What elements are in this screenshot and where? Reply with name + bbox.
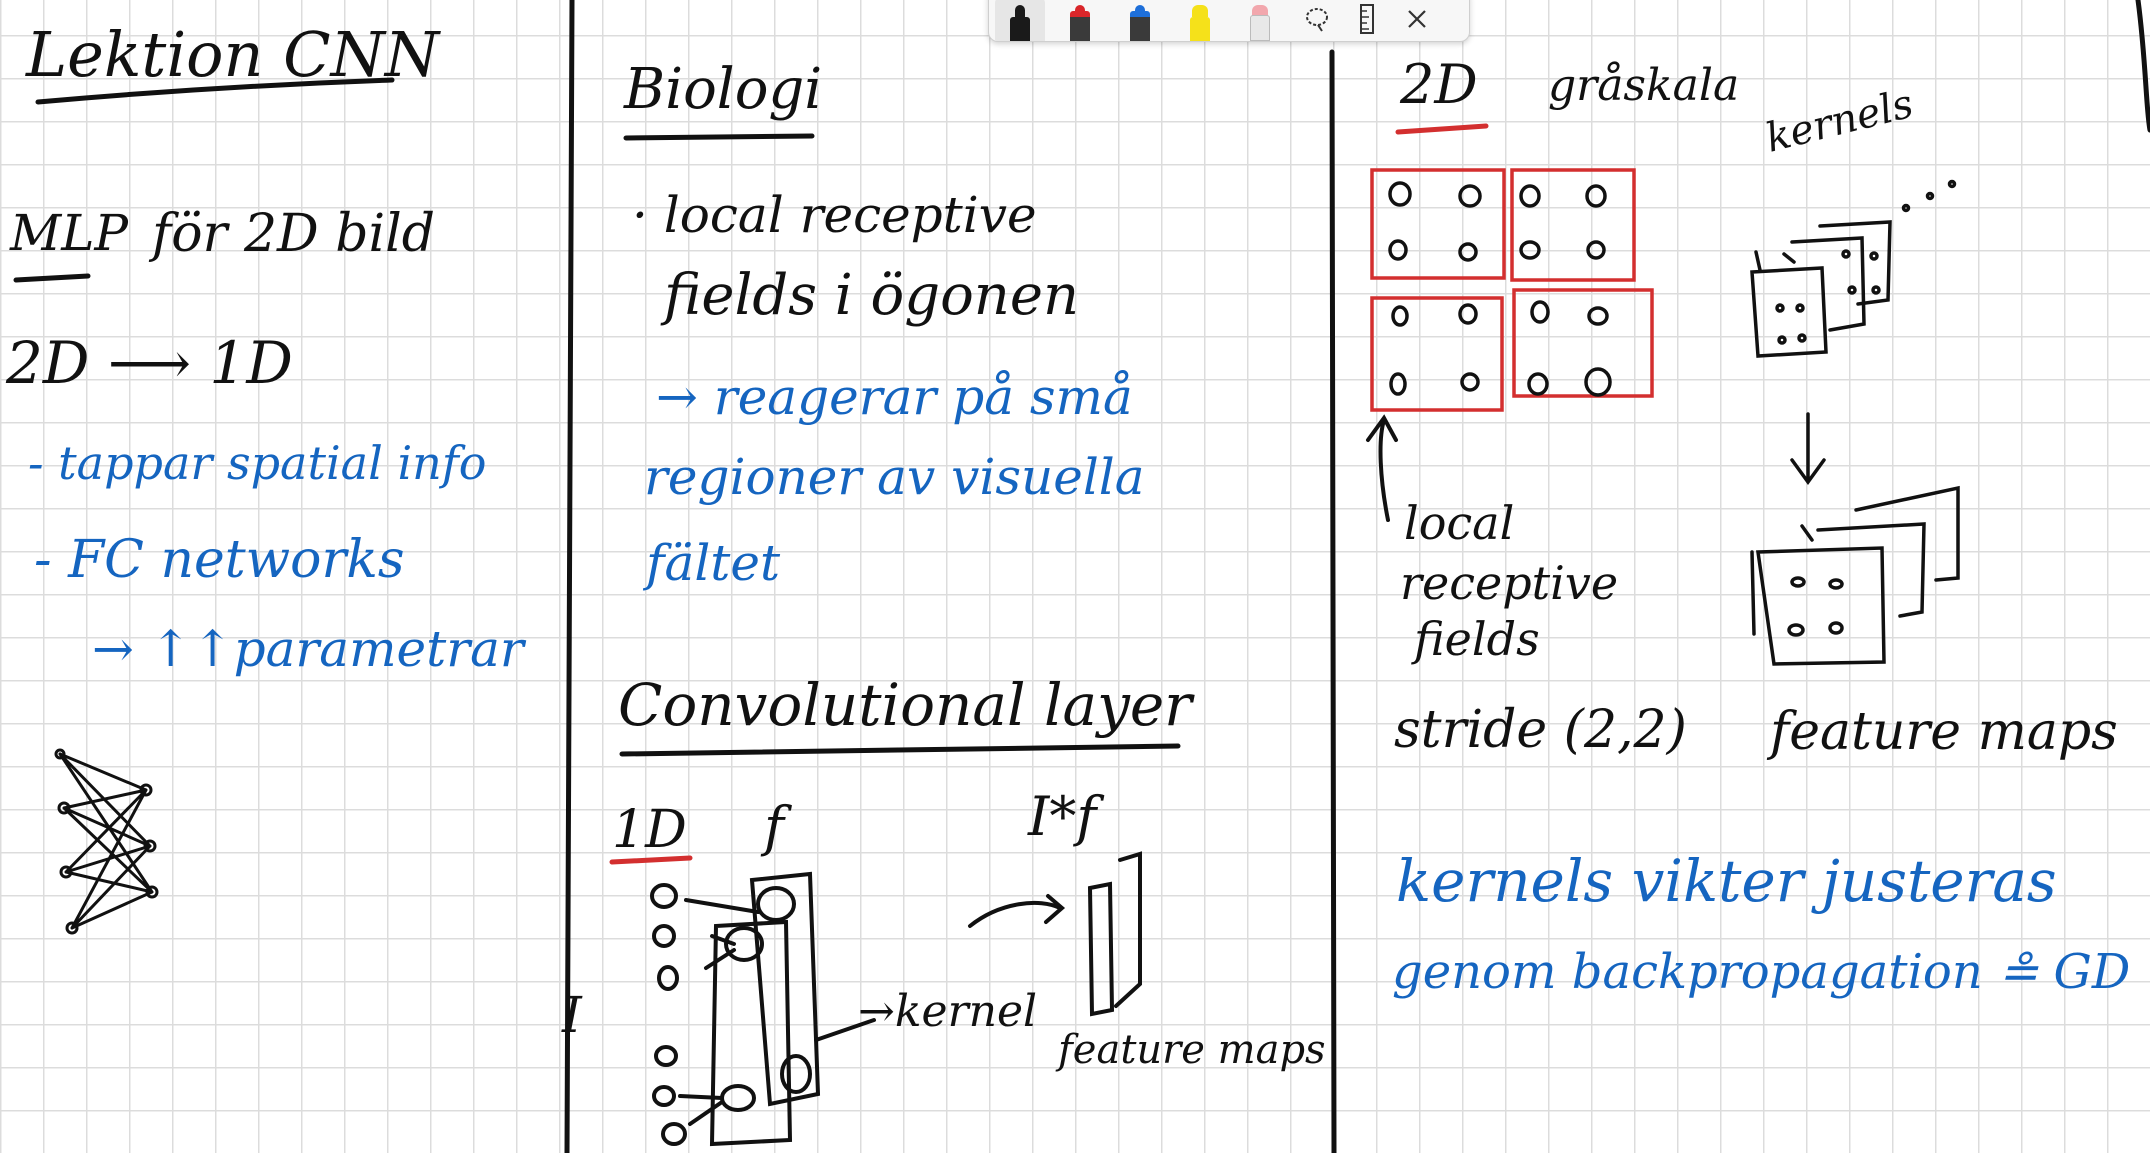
biology-blue-3: fältet <box>646 534 781 592</box>
title-underline <box>35 77 395 105</box>
bullet-fc-networks: - FC networks <box>34 530 405 590</box>
up-arrow <box>1366 414 1398 522</box>
conv-arrow <box>968 894 1066 928</box>
close-icon[interactable] <box>1395 0 1439 41</box>
kernels-weights-note: kernels vikter justeras <box>1396 847 2057 915</box>
biology-line-2: fields i ögonen <box>664 263 1080 328</box>
lesson-title: Lektion CNN <box>26 18 440 91</box>
local-label: local <box>1404 496 1515 550</box>
mlp-underline <box>13 273 91 283</box>
blue-pen-button[interactable] <box>1115 0 1165 41</box>
black-pen-icon <box>1007 1 1033 41</box>
red-pen-icon <box>1067 1 1093 41</box>
conv-layer-title: Convolutional layer <box>618 671 1192 739</box>
feature-map-1 <box>1087 881 1115 1017</box>
grid-pixels <box>1388 181 1612 397</box>
f-label: f <box>764 795 784 858</box>
down-arrow <box>1790 412 1826 485</box>
grayscale-label: gråskala <box>1548 60 1740 111</box>
oned-label: 1D <box>612 800 687 860</box>
receptive-label: receptive <box>1400 556 1619 610</box>
kernel-rect-1 <box>749 871 821 1107</box>
eraser-icon <box>1247 1 1273 41</box>
biologi-underline <box>623 133 815 141</box>
biology-line-1: · local receptive <box>632 186 1037 244</box>
fields-label: fields <box>1414 612 1540 666</box>
i-conv-f-label: I*f <box>1028 785 1097 848</box>
twod-underline <box>1395 123 1489 135</box>
receptive-field-grid <box>1370 168 1654 412</box>
lasso-icon[interactable] <box>1295 0 1339 41</box>
mlp-label: MLP <box>10 204 129 262</box>
biology-blue-2: regioner av visuella <box>644 448 1145 506</box>
mlp-network-sketch <box>54 748 159 935</box>
pen-toolbar <box>988 0 1470 42</box>
oned-underline <box>609 855 693 865</box>
black-pen-button[interactable] <box>995 0 1045 41</box>
highlighter-icon <box>1187 1 1213 41</box>
bullet-parameters: → ↑↑parametrar <box>92 620 524 678</box>
eraser-button[interactable] <box>1235 0 1285 41</box>
feature-maps-label-2d: feature maps <box>1770 702 2118 762</box>
kernel-rect-2 <box>709 919 793 1147</box>
biology-title: Biologi <box>624 57 823 122</box>
kernel-stack-sketch <box>1750 179 1960 666</box>
divider-right <box>1329 49 1337 1153</box>
feature-maps-label-1d: feature maps <box>1058 1027 1326 1073</box>
dimension-reduction: 2D ⟶ 1D <box>6 329 293 397</box>
red-pen-button[interactable] <box>1055 0 1105 41</box>
kernel-label: →kernel <box>858 986 1038 1037</box>
ruler-icon[interactable] <box>1345 0 1389 41</box>
biology-blue-1: → reagerar på små <box>656 368 1133 426</box>
mlp-description: för 2D bild <box>152 204 436 264</box>
divider-edge <box>2135 0 2150 133</box>
divider-left <box>564 0 575 1153</box>
conv-1d-sketch <box>650 851 1142 1147</box>
twod-label: 2D <box>1400 53 1478 116</box>
bullet-spatial-info: - tappar spatial info <box>28 436 487 490</box>
stride-label: stride (2,2) <box>1394 700 1687 760</box>
feature-map-2 <box>1114 851 1142 1008</box>
blue-pen-icon <box>1127 1 1153 41</box>
conv-underline <box>619 743 1181 757</box>
backprop-note: genom backpropagation ≗ GD <box>1392 944 2131 1000</box>
highlighter-button[interactable] <box>1175 0 1225 41</box>
i-label: I <box>562 986 582 1044</box>
